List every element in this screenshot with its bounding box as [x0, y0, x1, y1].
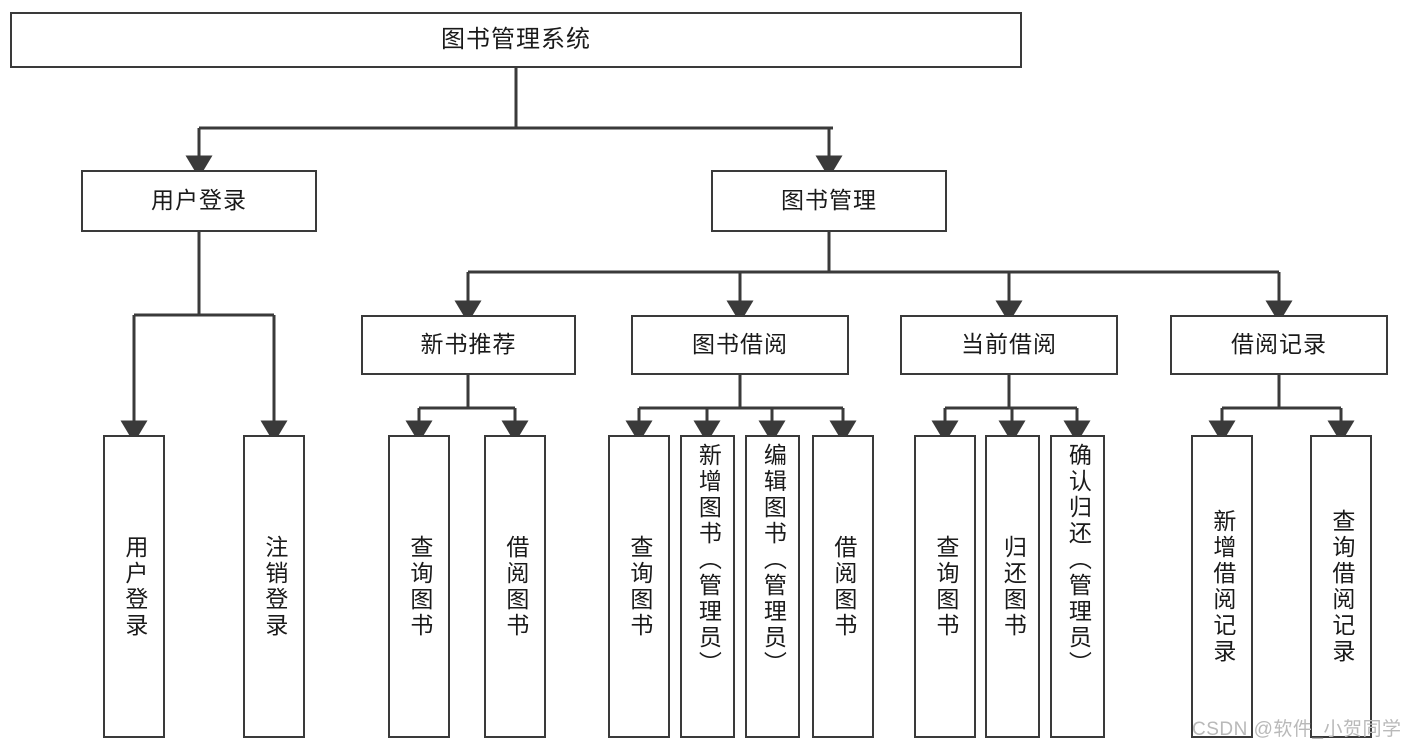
node-leaf-query-borrow-record-label: 查询借阅记录: [1328, 508, 1355, 665]
node-leaf-confirm-return-admin-label: 确认归还（管理员）: [1065, 443, 1092, 677]
node-current-borrow-label: 当前借阅: [961, 331, 1057, 358]
node-leaf-edit-book-admin[interactable]: 编辑图书（管理员）: [745, 435, 800, 738]
watermark: CSDN @软件_小贺同学: [1192, 719, 1402, 740]
node-leaf-query-books-current-label: 查询图书: [932, 534, 959, 639]
node-borrow-records-label: 借阅记录: [1231, 331, 1327, 358]
node-leaf-borrow-books-borrow-label: 借阅图书: [830, 534, 857, 639]
node-book-borrow[interactable]: 图书借阅: [631, 315, 849, 375]
node-current-borrow[interactable]: 当前借阅: [900, 315, 1118, 375]
node-leaf-query-books-borrow[interactable]: 查询图书: [608, 435, 670, 738]
node-leaf-query-books-borrow-label: 查询图书: [626, 534, 653, 639]
node-book-management-label: 图书管理: [781, 187, 877, 214]
node-book-management[interactable]: 图书管理: [711, 170, 947, 232]
node-book-borrow-label: 图书借阅: [692, 331, 788, 358]
node-new-book-recommend-label: 新书推荐: [420, 331, 517, 358]
node-leaf-query-books-current[interactable]: 查询图书: [914, 435, 976, 738]
node-borrow-records[interactable]: 借阅记录: [1170, 315, 1388, 375]
node-new-book-recommend[interactable]: 新书推荐: [361, 315, 576, 375]
node-leaf-edit-book-admin-label: 编辑图书（管理员）: [760, 443, 787, 677]
node-leaf-borrow-books-new[interactable]: 借阅图书: [484, 435, 546, 738]
node-leaf-query-books-new[interactable]: 查询图书: [388, 435, 450, 738]
node-leaf-user-login-label: 用户登录: [121, 534, 148, 639]
node-user-login-label: 用户登录: [151, 187, 247, 214]
node-leaf-return-books-label: 归还图书: [1000, 534, 1027, 639]
node-leaf-query-books-new-label: 查询图书: [406, 534, 433, 639]
node-leaf-logout[interactable]: 注销登录: [243, 435, 305, 738]
node-user-login[interactable]: 用户登录: [81, 170, 317, 232]
node-leaf-add-book-admin[interactable]: 新增图书（管理员）: [680, 435, 735, 738]
node-leaf-logout-label: 注销登录: [261, 534, 288, 639]
node-leaf-user-login[interactable]: 用户登录: [103, 435, 165, 738]
node-root[interactable]: 图书管理系统: [10, 12, 1022, 68]
node-root-label: 图书管理系统: [441, 25, 591, 53]
node-leaf-add-borrow-record[interactable]: 新增借阅记录: [1191, 435, 1253, 738]
node-leaf-query-borrow-record[interactable]: 查询借阅记录: [1310, 435, 1372, 738]
node-leaf-add-book-admin-label: 新增图书（管理员）: [695, 443, 722, 677]
node-leaf-confirm-return-admin[interactable]: 确认归还（管理员）: [1050, 435, 1105, 738]
node-leaf-return-books[interactable]: 归还图书: [985, 435, 1040, 738]
node-leaf-add-borrow-record-label: 新增借阅记录: [1209, 508, 1236, 665]
node-leaf-borrow-books-borrow[interactable]: 借阅图书: [812, 435, 874, 738]
node-leaf-borrow-books-new-label: 借阅图书: [502, 534, 529, 639]
